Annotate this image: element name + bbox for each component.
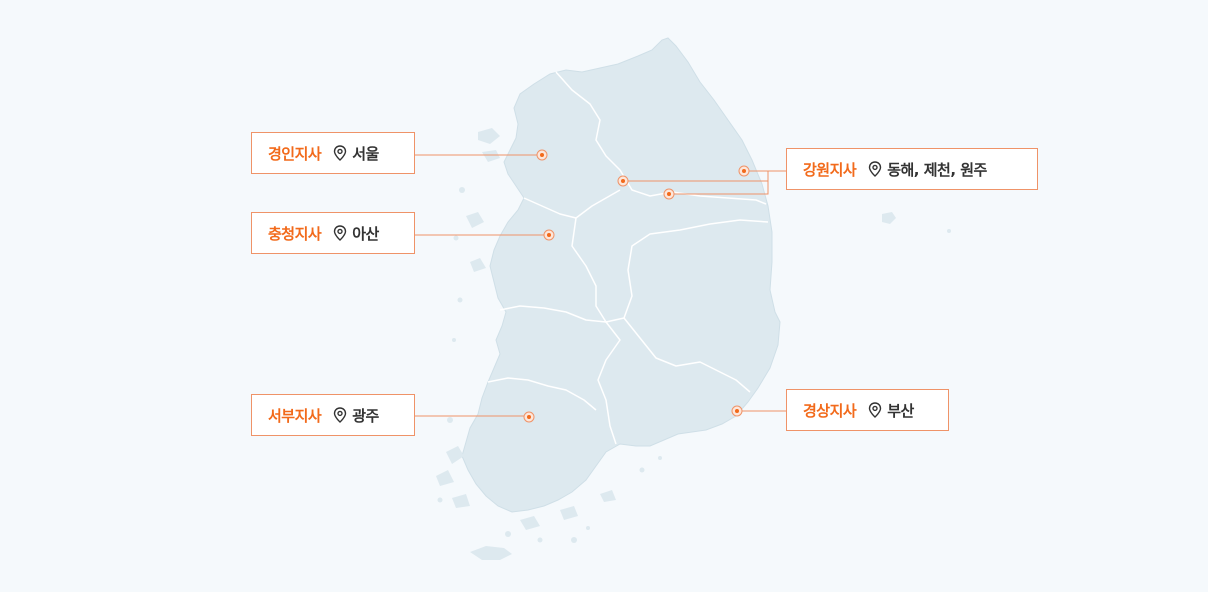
branch-name: 충청지사 [268,224,322,243]
branch-location-text: 광주 [352,406,379,425]
branch-location-text: 동해, 제천, 원주 [887,160,987,179]
ulleung-island [882,212,896,224]
korea-mainland [461,37,781,513]
branch-name: 경상지사 [803,401,857,420]
branch-box-gyeongsang[interactable]: 경상지사 부산 [786,389,949,431]
location-markers [523,149,750,423]
west-islands [436,128,662,543]
branch-name: 경인지사 [268,144,322,163]
branch-location: 동해, 제천, 원주 [868,159,987,180]
marker-busan [731,405,743,417]
marker-donghae [738,165,750,177]
marker-jecheon [663,188,675,200]
branch-location-text: 서울 [352,144,379,163]
gangwon-connector [623,170,787,195]
branch-location-text: 아산 [352,224,379,243]
branch-name: 서부지사 [268,406,322,425]
branch-location: 아산 [333,223,379,244]
branch-box-gangwon[interactable]: 강원지사 동해, 제천, 원주 [786,148,1038,190]
marker-asan [543,229,555,241]
location-pin-icon [334,407,347,423]
connector-lines [414,154,787,417]
location-pin-icon [869,402,882,418]
branch-location: 서울 [333,143,379,164]
branch-location: 부산 [868,400,914,421]
marker-seoul [536,149,548,161]
branch-box-gyeongin[interactable]: 경인지사 서울 [251,132,415,174]
location-pin-icon [334,145,347,161]
dokdo-island [947,229,951,233]
branch-box-seobu[interactable]: 서부지사 광주 [251,394,415,436]
branch-box-chungcheong[interactable]: 충청지사 아산 [251,212,415,254]
marker-gwangju [523,411,535,423]
location-pin-icon [334,225,347,241]
branch-name: 강원지사 [803,160,857,179]
location-pin-icon [869,161,882,177]
branch-location-text: 부산 [887,401,914,420]
branch-location: 광주 [333,405,379,426]
marker-wonju [617,175,629,187]
jeju-island [470,546,512,560]
